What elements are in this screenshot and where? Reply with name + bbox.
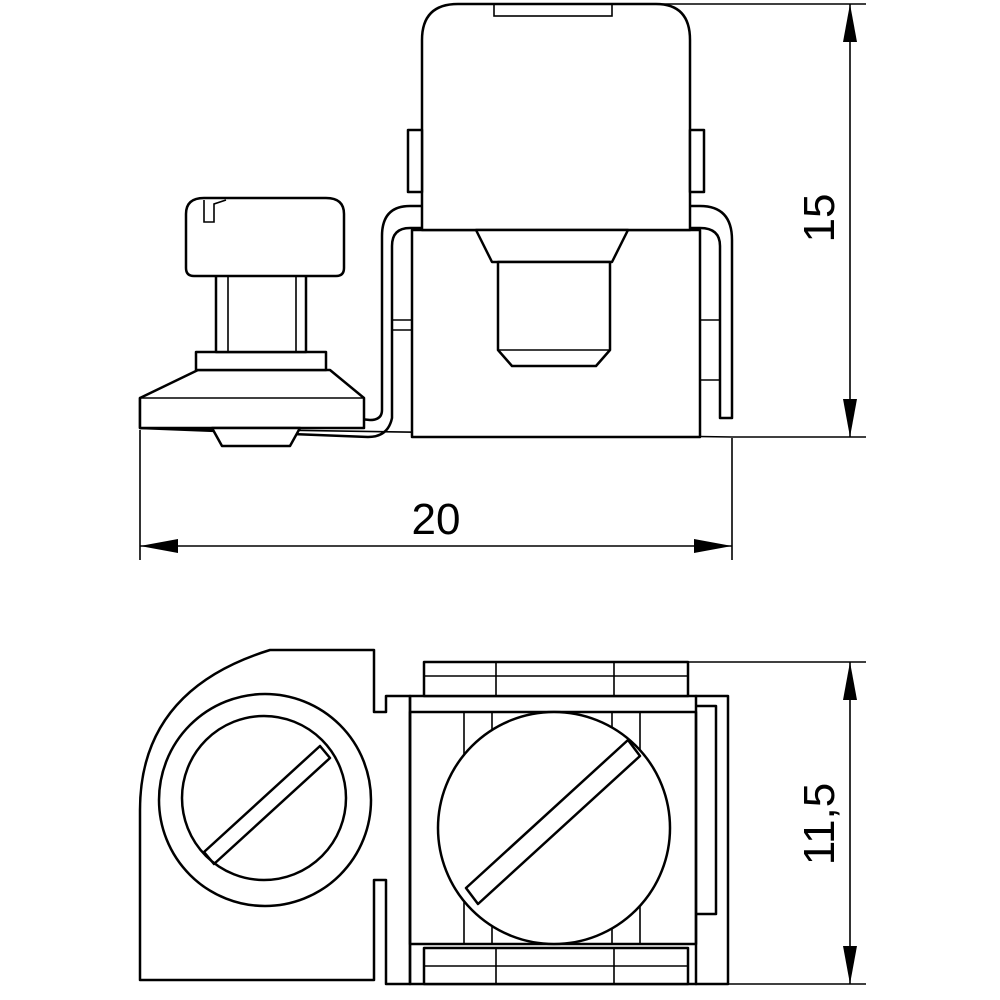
clamp-top-bar xyxy=(422,660,690,698)
height-arrow-top xyxy=(843,4,857,42)
depth-arrow-bottom xyxy=(843,946,857,984)
clamp-top-bar-divs xyxy=(424,662,688,696)
height-label: 15 xyxy=(795,194,844,243)
width-label: 20 xyxy=(412,495,461,544)
bracket-outline xyxy=(138,204,734,439)
block-socket xyxy=(474,228,630,264)
washer-plate xyxy=(138,368,366,430)
width-arrow-right xyxy=(694,539,732,553)
head-side-tab-left xyxy=(406,128,424,194)
clamp-bottom-bar-divs xyxy=(424,948,688,984)
width-arrow-left xyxy=(140,539,178,553)
depth-label: 11,5 xyxy=(795,783,844,865)
left-screw-head xyxy=(180,714,348,882)
height-arrow-bottom xyxy=(843,399,857,437)
eyelet-ring xyxy=(157,692,373,908)
screw-knob-slot xyxy=(203,199,227,223)
left-screw-slot xyxy=(202,744,332,866)
top-view: 11,5 xyxy=(138,648,866,986)
screw-knob xyxy=(184,196,346,278)
nut-bottom xyxy=(210,426,302,448)
screw-collar xyxy=(194,350,328,372)
screw-shaft xyxy=(214,268,308,354)
bracket-mid-right xyxy=(700,319,720,381)
head-side-tab-right xyxy=(688,128,706,194)
clamp-frame-right-edge xyxy=(694,694,718,986)
side-view: 20 15 xyxy=(138,2,866,560)
depth-arrow-top xyxy=(843,662,857,700)
head-top-notch xyxy=(493,3,613,17)
clamp-screw-slot xyxy=(464,738,642,906)
bracket-mid-left xyxy=(392,319,412,331)
terminal-head xyxy=(420,2,692,232)
screw-shaft-line xyxy=(227,270,297,352)
clamp-screw-head xyxy=(436,710,672,946)
